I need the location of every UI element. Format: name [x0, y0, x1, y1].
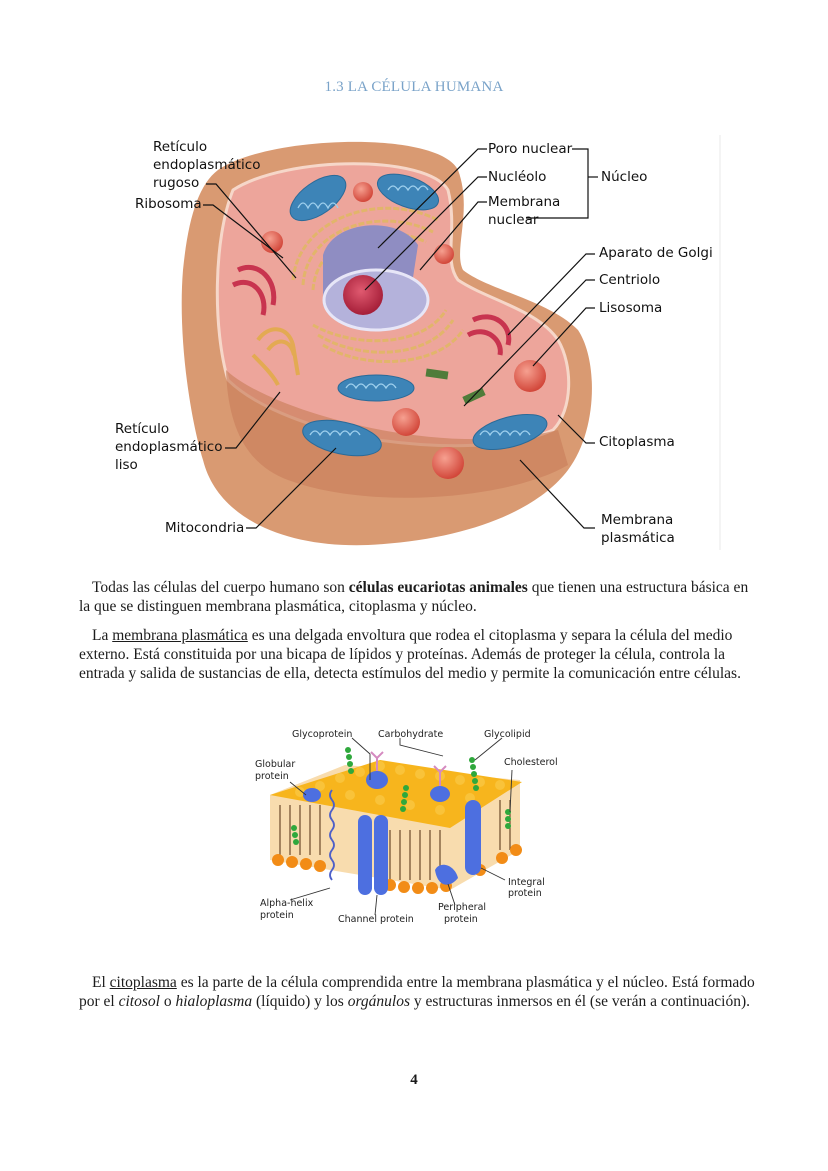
- label-aparato-golgi: Aparato de Golgi: [599, 245, 713, 261]
- mitochondria: [289, 173, 548, 457]
- label-membrana-nuclear-line1: Membrana: [488, 194, 561, 210]
- label-rel-line1: Retículo: [115, 421, 170, 437]
- nucleus: [322, 225, 430, 332]
- label-membrana-plasmatica-line2: plasmática: [601, 530, 675, 546]
- cell-membrane-diagram: Glycoprotein Carbohydrate Glycolipid Glo…: [240, 720, 570, 935]
- label-alpha-helix-line2: protein: [260, 910, 294, 921]
- underlined-term: citoplasma: [109, 974, 177, 991]
- label-carbohydrate: Carbohydrate: [378, 729, 444, 740]
- human-cell-diagram: Retículo endoplasmático rugoso Ribosoma …: [108, 130, 728, 555]
- label-rer-line1: Retículo: [153, 139, 208, 155]
- label-globular-line1: Globular: [255, 759, 296, 770]
- text: La: [92, 627, 113, 644]
- carbohydrates: [370, 751, 447, 786]
- label-centriolo: Centriolo: [599, 272, 661, 288]
- label-integral-line1: Integral: [508, 877, 545, 888]
- text: es la parte de la célula comprendida ent…: [79, 974, 755, 1010]
- label-ribosoma: Ribosoma: [135, 196, 202, 212]
- label-rer-line3: rugoso: [153, 175, 200, 191]
- text: que tienen una estructura básica en la q…: [79, 579, 749, 615]
- smooth-er: [251, 327, 300, 386]
- underlined-term: membrana plasmática: [112, 627, 248, 644]
- paragraph-cytoplasm: El citoplasma es la parte de la célula c…: [79, 973, 759, 1011]
- label-peripheral-line2: protein: [444, 914, 478, 925]
- lipid-heads: [295, 761, 505, 815]
- section-title: 1.3 LA CÉLULA HUMANA: [324, 79, 504, 95]
- text: El: [92, 974, 110, 991]
- text: Todas las células del cuerpo humano son: [92, 579, 349, 596]
- lysosomes: [261, 182, 546, 479]
- label-rel-line3: liso: [115, 457, 138, 473]
- golgi-apparatus: [231, 265, 512, 356]
- label-membrana-nuclear-line2: nuclear: [488, 212, 539, 228]
- italic-term: orgánulos: [347, 993, 410, 1010]
- label-nucleolo: Nucléolo: [488, 169, 547, 185]
- italic-term: citosol: [118, 993, 160, 1010]
- label-citoplasma: Citoplasma: [599, 434, 675, 450]
- label-channel-protein: Channel protein: [338, 914, 414, 925]
- label-integral-line2: protein: [508, 888, 542, 899]
- label-rer-line2: endoplasmático: [153, 157, 261, 173]
- page-number: 4: [410, 1072, 418, 1088]
- label-glycolipid: Glycolipid: [484, 729, 531, 740]
- label-alpha-helix-line1: Alpha-helix: [260, 898, 314, 909]
- membrane-illustration: [270, 737, 522, 916]
- label-globular-line2: protein: [255, 771, 289, 782]
- label-rel-line2: endoplasmático: [115, 439, 223, 455]
- text: o: [159, 993, 176, 1010]
- label-poro-nuclear: Poro nuclear: [488, 141, 573, 157]
- label-lisosoma: Lisosoma: [599, 300, 663, 316]
- label-mitocondria: Mitocondria: [165, 520, 245, 536]
- paragraph-plasma-membrane: La membrana plasmática es una delgada en…: [79, 626, 759, 683]
- label-nucleo: Núcleo: [601, 169, 648, 185]
- proteins: [303, 771, 481, 895]
- cell-illustration: [181, 135, 721, 550]
- membrane-leader-lines: [289, 737, 513, 916]
- alpha-helix: [329, 789, 335, 881]
- text: y estructuras inmersos en él (se verán a…: [410, 993, 751, 1010]
- glycolipid-chains: [291, 747, 511, 845]
- label-peripheral-line1: Peripheral: [438, 902, 487, 913]
- italic-term: hialoplasma: [175, 993, 253, 1010]
- label-cholesterol: Cholesterol: [504, 757, 558, 768]
- paragraph-cell-types: Todas las células del cuerpo humano son …: [79, 578, 759, 616]
- text: es una delgada envoltura que rodea el ci…: [79, 627, 741, 682]
- bold-term: células eucariotas animales: [348, 579, 528, 596]
- label-glycoprotein: Glycoprotein: [292, 729, 353, 740]
- leader-lines: [203, 148, 598, 529]
- label-membrana-plasmatica-line1: Membrana: [601, 512, 674, 528]
- text: (líquido) y los: [252, 993, 348, 1010]
